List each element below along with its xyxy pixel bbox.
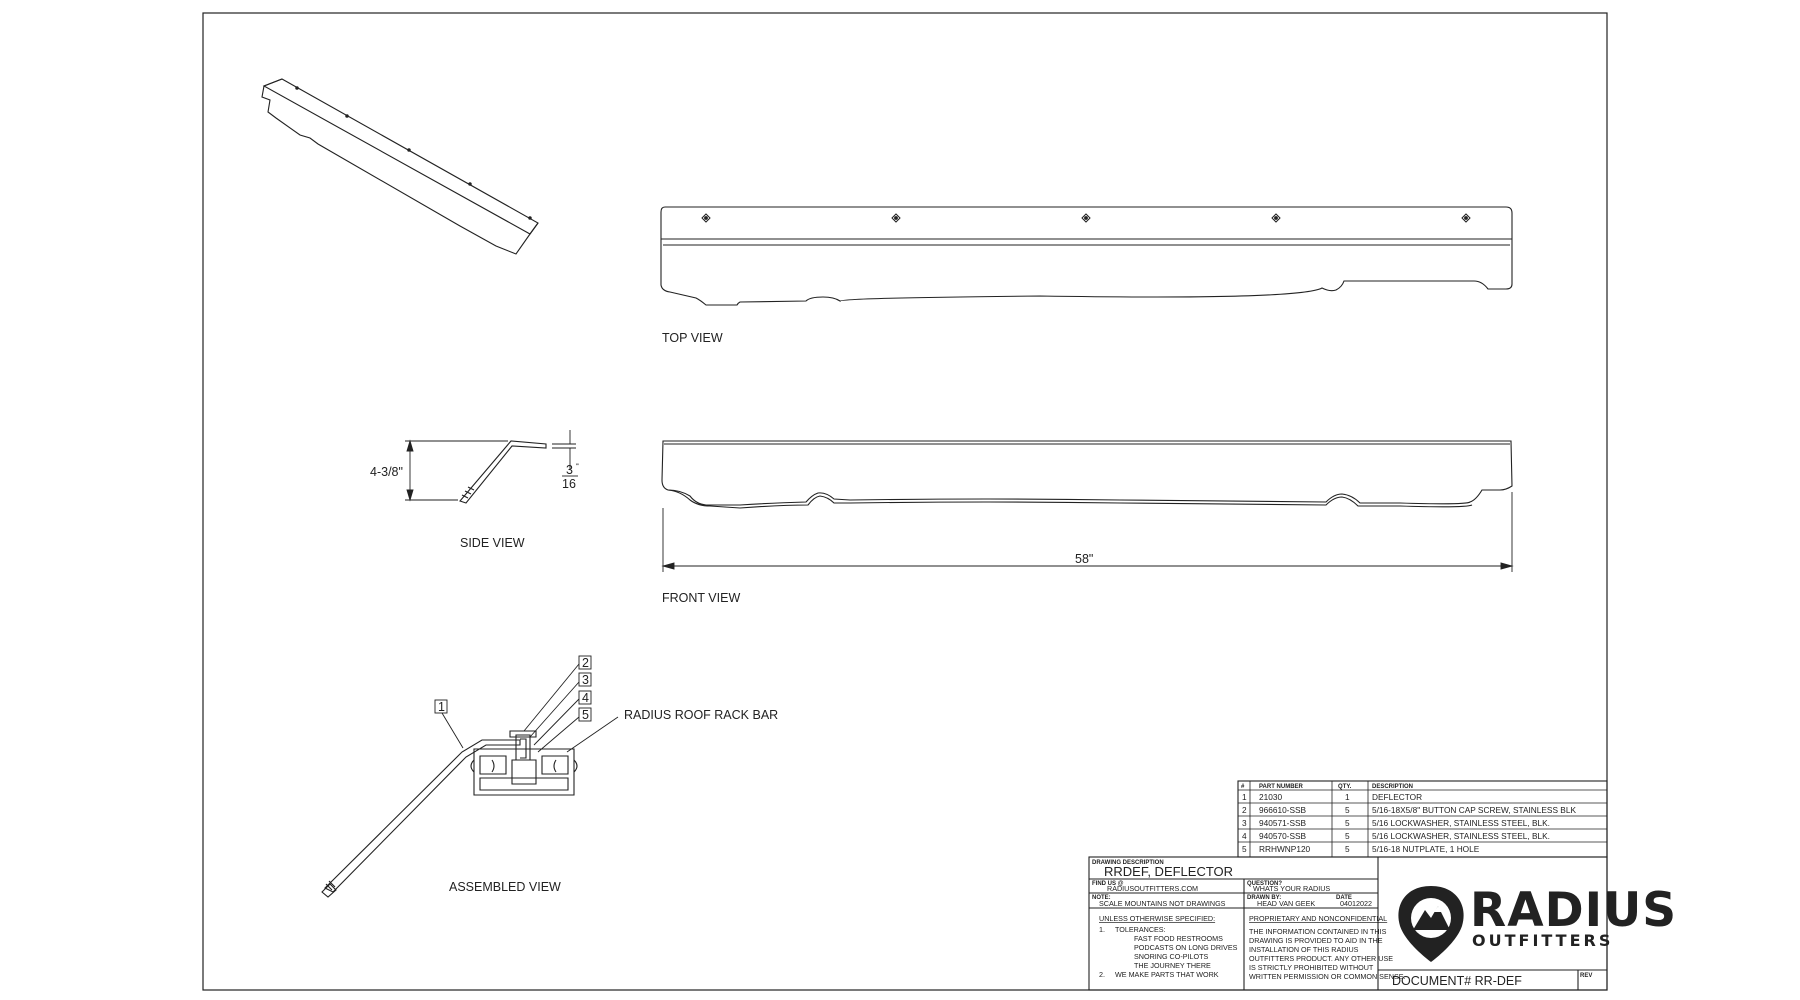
proprietary-line-5: IS STRICTLY PROHIBITED WITHOUT bbox=[1249, 963, 1374, 972]
bom-row-5-part: RRHWNP120 bbox=[1259, 844, 1311, 854]
balloon-2-label: 2 bbox=[582, 656, 589, 670]
balloon-4 bbox=[578, 690, 592, 705]
bom-row-3-num: 3 bbox=[1242, 818, 1247, 828]
tolerances-title: TOLERANCES: bbox=[1115, 925, 1166, 934]
radius-logo: RADIUS OUTFITTERS bbox=[1398, 883, 1677, 962]
side-view-drawing bbox=[459, 440, 547, 504]
balloon-5-label: 5 bbox=[582, 708, 589, 722]
bom-row-4-qty: 5 bbox=[1345, 831, 1350, 841]
tolerances-number: 1. bbox=[1099, 925, 1105, 934]
tolerance-line-2: PODCASTS ON LONG DRIVES bbox=[1134, 943, 1238, 952]
bom-header-part: PART NUMBER bbox=[1259, 784, 1304, 790]
length-dimension bbox=[661, 492, 1514, 572]
document-number: DOCUMENT# RR-DEF bbox=[1392, 974, 1522, 988]
date-label: DATE bbox=[1336, 895, 1352, 901]
balloon-1 bbox=[434, 699, 448, 714]
front-view-drawing bbox=[661, 440, 1513, 509]
question-label: QUESTION? bbox=[1247, 881, 1282, 887]
top-view-drawing bbox=[660, 206, 1513, 306]
balloon-2 bbox=[578, 655, 592, 670]
side-view-dimensions bbox=[405, 430, 578, 502]
drawing-description-value: RRDEF, DEFLECTOR bbox=[1104, 864, 1233, 879]
note-label: NOTE: bbox=[1092, 895, 1111, 901]
unless-specified: UNLESS OTHERWISE SPECIFIED: bbox=[1099, 914, 1215, 923]
question-value: WHATS YOUR RADIUS bbox=[1253, 884, 1330, 893]
proprietary-title: PROPRIETARY AND NONCONFIDENTIAL bbox=[1249, 914, 1387, 923]
top-view-label: TOP VIEW bbox=[662, 331, 723, 345]
bom-row-4-num: 4 bbox=[1242, 831, 1247, 841]
bom-row-4-desc: 5/16 LOCKWASHER, STAINLESS STEEL, BLK. bbox=[1372, 831, 1550, 841]
roof-rack-bar-callout: RADIUS ROOF RACK BAR bbox=[624, 708, 778, 722]
bom-row-3-part: 940571-SSB bbox=[1259, 818, 1307, 828]
note-value: SCALE MOUNTAINS NOT DRAWINGS bbox=[1099, 899, 1226, 908]
bom-row-3-qty: 5 bbox=[1345, 818, 1350, 828]
bom-row-1-desc: DEFLECTOR bbox=[1372, 792, 1422, 802]
thickness-denominator: 16 bbox=[562, 477, 576, 491]
balloon-3-label: 3 bbox=[582, 673, 589, 687]
bom-row-1-part: 21030 bbox=[1259, 792, 1282, 802]
bom-row-4-part: 940570-SSB bbox=[1259, 831, 1307, 841]
bom-row-2-qty: 5 bbox=[1345, 805, 1350, 815]
drawing-description-label: DRAWING DESCRIPTION bbox=[1092, 860, 1164, 866]
assembled-view-drawing bbox=[321, 730, 578, 898]
thickness-numerator: 3 bbox=[566, 463, 573, 477]
balloon-3 bbox=[578, 672, 592, 687]
balloon-4-label: 4 bbox=[582, 691, 589, 705]
rev-label: REV bbox=[1580, 973, 1592, 979]
bom-row-1-num: 1 bbox=[1242, 792, 1247, 802]
balloon-5 bbox=[578, 707, 592, 722]
drawn-by-label: DRAWN BY: bbox=[1247, 895, 1281, 901]
item-2-text: WE MAKE PARTS THAT WORK bbox=[1115, 970, 1219, 979]
bom-row-2-part: 966610-SSB bbox=[1259, 805, 1307, 815]
bom-row-1-qty: 1 bbox=[1345, 792, 1350, 802]
tolerance-line-1: FAST FOOD RESTROOMS bbox=[1134, 934, 1223, 943]
date-value: 04012022 bbox=[1340, 899, 1372, 908]
assembled-view-label: ASSEMBLED VIEW bbox=[449, 880, 561, 894]
find-us-value: RADIUSOUTFITTERS.COM bbox=[1107, 884, 1198, 893]
proprietary-line-3: INSTALLATION OF THIS RADIUS bbox=[1249, 945, 1359, 954]
bom-row-5-desc: 5/16-18 NUTPLATE, 1 HOLE bbox=[1372, 844, 1480, 854]
bom-header-desc: DESCRIPTION bbox=[1372, 784, 1413, 790]
balloon-1-label: 1 bbox=[438, 700, 445, 714]
bom-row-3-desc: 5/16 LOCKWASHER, STAINLESS STEEL, BLK. bbox=[1372, 818, 1550, 828]
tolerance-line-4: THE JOURNEY THERE bbox=[1134, 961, 1211, 970]
proprietary-line-2: DRAWING IS PROVIDED TO AID IN THE bbox=[1249, 936, 1383, 945]
sheet-border bbox=[202, 12, 1608, 991]
balloon-leaders bbox=[441, 663, 619, 753]
length-dimension-label: 58" bbox=[1075, 552, 1093, 566]
logo-word-radius: RADIUS bbox=[1470, 883, 1677, 938]
bom-row-5-qty: 5 bbox=[1345, 844, 1350, 854]
logo-word-outfitters: OUTFITTERS bbox=[1472, 931, 1613, 950]
thickness-unit: " bbox=[576, 464, 579, 470]
proprietary-line-4: OUTFITTERS PRODUCT. ANY OTHER USE bbox=[1249, 954, 1393, 963]
title-block-frame bbox=[1088, 856, 1608, 991]
isometric-view bbox=[261, 78, 539, 255]
height-dimension-label: 4-3/8" bbox=[370, 465, 403, 479]
part-balloons bbox=[434, 655, 592, 722]
drawn-by-value: HEAD VAN GEEK bbox=[1257, 899, 1315, 908]
front-view-label: FRONT VIEW bbox=[662, 591, 740, 605]
tolerance-line-3: SNORING CO-PILOTS bbox=[1134, 952, 1208, 961]
bom-header-num: # bbox=[1241, 784, 1245, 790]
bom-row-5-num: 5 bbox=[1242, 844, 1247, 854]
bom-header-qty: QTY. bbox=[1338, 784, 1352, 790]
top-view-holes bbox=[701, 213, 1471, 223]
bom-row-2-desc: 5/16-18X5/8" BUTTON CAP SCREW, STAINLESS… bbox=[1372, 805, 1576, 815]
proprietary-line-1: THE INFORMATION CONTAINED IN THIS bbox=[1249, 927, 1387, 936]
map-pin-mountain-icon bbox=[1398, 886, 1464, 962]
proprietary-line-6: WRITTEN PERMISSION OR COMMON SENSE. bbox=[1249, 972, 1406, 981]
bom-row-2-num: 2 bbox=[1242, 805, 1247, 815]
side-view-label: SIDE VIEW bbox=[460, 536, 525, 550]
item-2-number: 2. bbox=[1099, 970, 1105, 979]
find-us-label: FIND US @ bbox=[1092, 881, 1124, 887]
